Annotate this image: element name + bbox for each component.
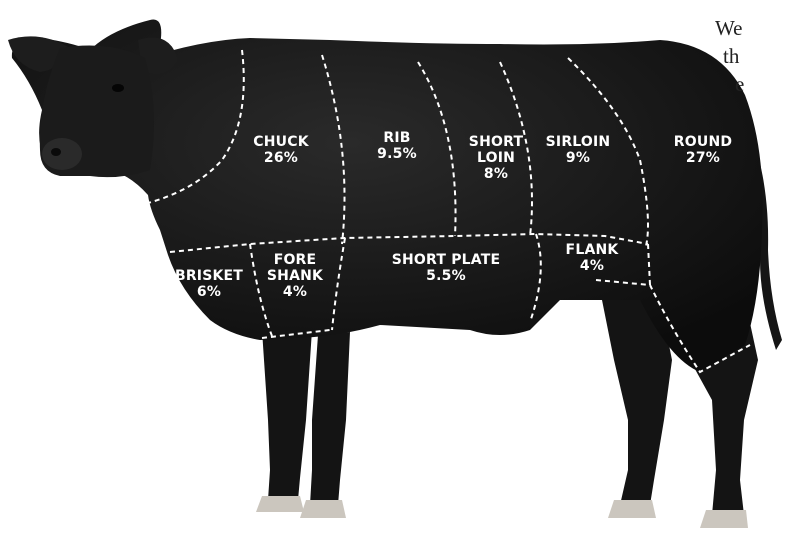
- sirloin-name: SIRLOIN: [546, 134, 611, 150]
- short-loin-percent: 8%: [469, 166, 523, 182]
- fore-shank-name-line1: FORE: [267, 252, 323, 268]
- fore-shank-name-line2: SHANK: [267, 268, 323, 284]
- front-left-leg: [262, 330, 312, 500]
- hoof-1: [256, 496, 304, 512]
- cut-label-round: ROUND 27%: [674, 134, 732, 166]
- chuck-name: CHUCK: [253, 134, 308, 150]
- rib-percent: 9.5%: [377, 146, 417, 162]
- cut-label-flank: FLANK 4%: [566, 242, 619, 274]
- chuck-percent: 26%: [253, 150, 308, 166]
- side-text-line-1: We: [715, 14, 742, 42]
- side-text-line-3: e: [735, 70, 744, 98]
- front-right-leg: [310, 332, 350, 505]
- cow-muzzle: [42, 138, 82, 170]
- round-name: ROUND: [674, 134, 732, 150]
- flank-name: FLANK: [566, 242, 619, 258]
- cut-label-short-loin: SHORT LOIN 8%: [469, 134, 523, 182]
- sirloin-percent: 9%: [546, 150, 611, 166]
- cut-label-brisket: BRISKET 6%: [175, 268, 243, 300]
- cut-label-short-plate: SHORT PLATE 5.5%: [392, 252, 501, 284]
- hoof-3: [608, 500, 656, 518]
- hoof-2: [300, 500, 346, 518]
- round-percent: 27%: [674, 150, 732, 166]
- side-text-line-2: th: [723, 42, 739, 70]
- cut-label-fore-shank: FORE SHANK 4%: [267, 252, 323, 300]
- cut-label-sirloin: SIRLOIN 9%: [546, 134, 611, 166]
- cut-label-chuck: CHUCK 26%: [253, 134, 308, 166]
- brisket-percent: 6%: [175, 284, 243, 300]
- short-plate-name: SHORT PLATE: [392, 252, 501, 268]
- short-loin-name-line2: LOIN: [469, 150, 523, 166]
- hoof-4: [700, 510, 748, 528]
- flank-percent: 4%: [566, 258, 619, 274]
- cow-hooves: [256, 496, 748, 528]
- short-loin-name-line1: SHORT: [469, 134, 523, 150]
- short-plate-percent: 5.5%: [392, 268, 501, 284]
- side-paragraph-fragment: We th e: [715, 14, 785, 104]
- rib-name: RIB: [377, 130, 417, 146]
- cow-nostril: [51, 148, 61, 156]
- cow-eye: [112, 84, 124, 92]
- fore-shank-percent: 4%: [267, 284, 323, 300]
- brisket-name: BRISKET: [175, 268, 243, 284]
- cut-label-rib: RIB 9.5%: [377, 130, 417, 162]
